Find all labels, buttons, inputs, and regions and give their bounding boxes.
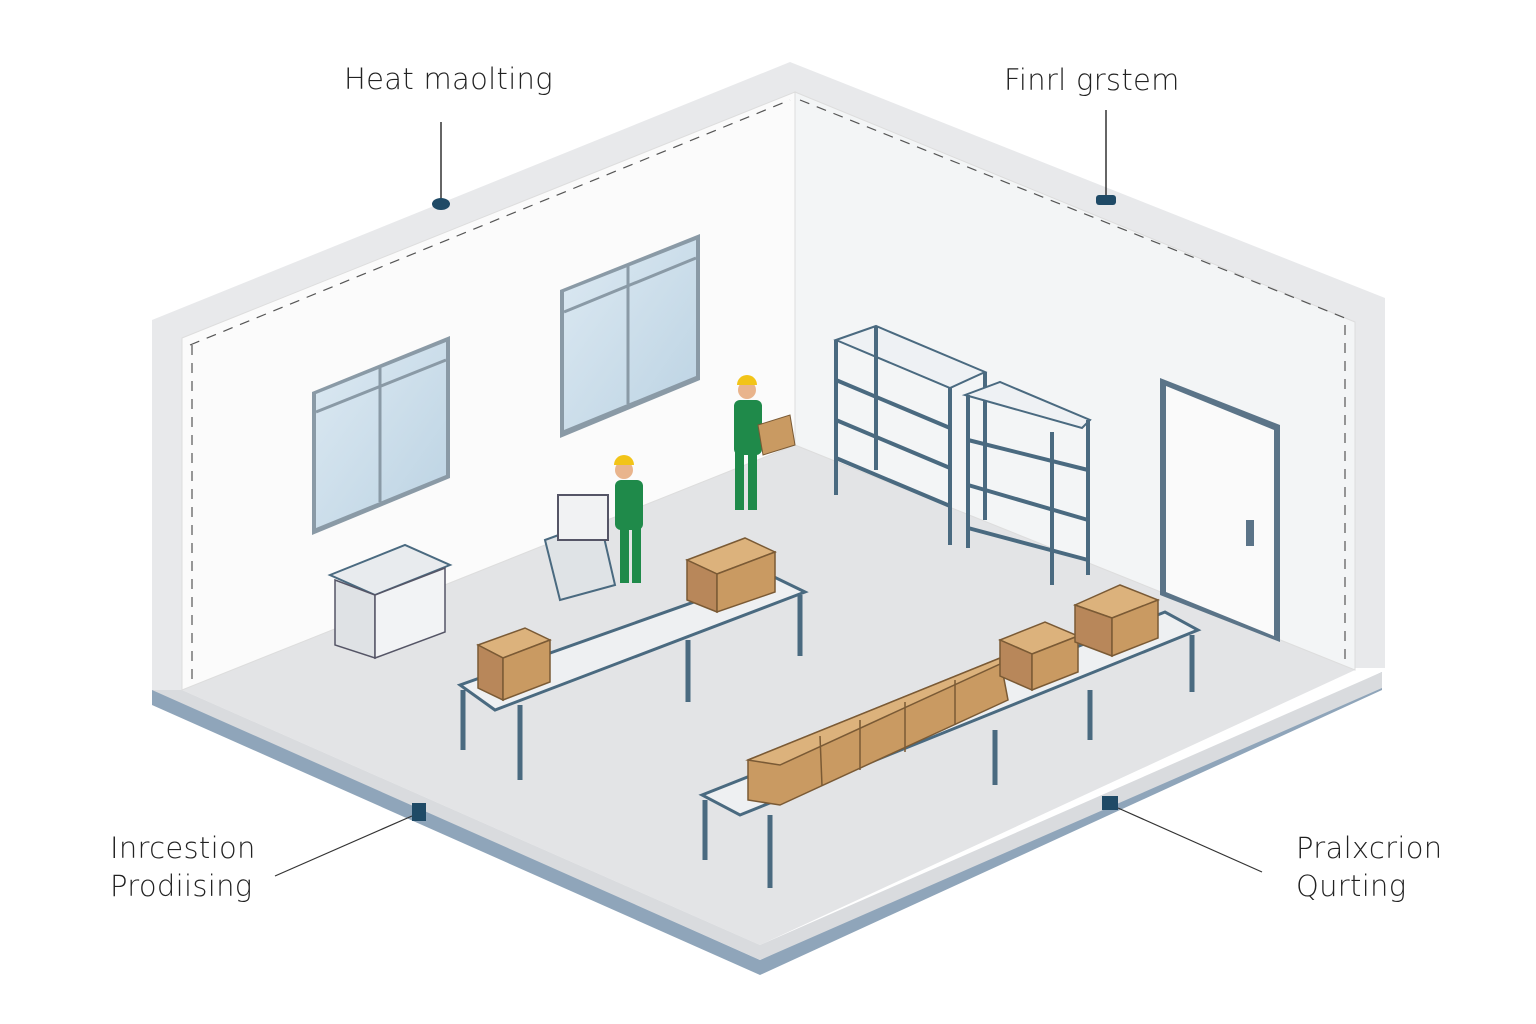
window-right	[560, 234, 700, 438]
label-pralxcrion: Pralxcrion Qurting	[1296, 829, 1442, 905]
floor	[182, 445, 1355, 945]
label-inrcestion: Inrcestion Prodiising	[110, 829, 256, 905]
boxes-right-table	[745, 584, 1161, 806]
door	[1160, 378, 1280, 642]
label-finrl-grstem: Finrl grstem	[1004, 63, 1180, 97]
marker-bottom-left	[412, 803, 426, 821]
shelving-units	[833, 324, 1092, 585]
worker-at-machine	[614, 455, 643, 583]
label-line-2: Prodiising	[110, 869, 253, 903]
label-line-1: Inrcestion	[110, 831, 256, 865]
label-line-1: Pralxcrion	[1296, 831, 1443, 865]
wall-top	[152, 62, 1385, 690]
marker-top-left	[432, 198, 450, 210]
boxes-left-table	[476, 537, 777, 702]
worker-carrying-box	[734, 375, 796, 510]
marker-top-right	[1096, 195, 1116, 205]
marker-bottom-right	[1102, 796, 1118, 810]
label-heat-maolting: Heat maolting	[344, 62, 553, 96]
cabinet	[327, 543, 453, 660]
leader-line-bottom-left	[274, 815, 413, 877]
window-left	[312, 336, 450, 535]
workstation-machine	[543, 494, 617, 602]
leader-line-bottom-right	[1117, 807, 1263, 873]
label-line-2: Qurting	[1296, 869, 1407, 903]
